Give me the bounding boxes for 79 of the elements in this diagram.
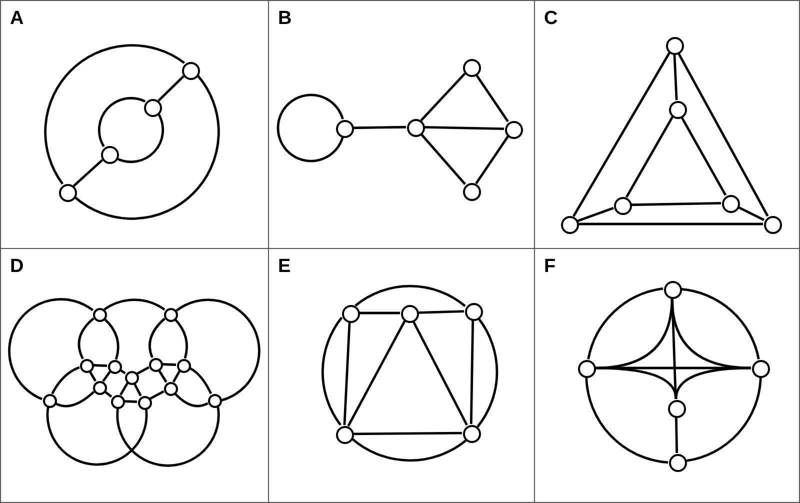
panel-label: E xyxy=(278,257,291,276)
graph-edge xyxy=(54,390,95,408)
graph-edge xyxy=(587,287,664,360)
graph-edge xyxy=(150,390,164,400)
graph-edge xyxy=(359,312,400,314)
graph-edge xyxy=(74,74,220,220)
graph-edge xyxy=(133,382,142,396)
graph-edge xyxy=(424,126,504,130)
graph-edge xyxy=(420,72,466,122)
graph-edge xyxy=(630,202,722,206)
graph-edge xyxy=(92,364,108,367)
panel-frame xyxy=(534,248,800,503)
graph-edge xyxy=(88,370,96,382)
panel-frame xyxy=(0,248,269,503)
graph-edge xyxy=(116,406,220,467)
graph-edge xyxy=(670,298,752,370)
graph-edge xyxy=(594,298,674,370)
graph-edge xyxy=(420,132,466,186)
panel-label: C xyxy=(544,9,558,28)
graph-edge xyxy=(51,366,80,394)
graph-edge xyxy=(738,206,764,222)
graph-edge xyxy=(104,298,166,311)
graph-edge xyxy=(418,310,464,314)
graph-edge xyxy=(276,94,344,162)
graph-edge xyxy=(671,298,677,400)
graph-edge xyxy=(72,159,104,187)
graph-edge xyxy=(680,116,727,196)
graph-edge xyxy=(98,97,146,148)
graph-edge xyxy=(677,52,769,217)
graph-edge xyxy=(172,370,181,382)
graph-edge xyxy=(674,366,752,400)
graph-edge xyxy=(124,400,138,403)
graph-edge xyxy=(158,369,168,383)
graph-edge xyxy=(475,136,509,184)
graph-edge xyxy=(470,320,474,424)
graph-edge xyxy=(119,368,126,374)
graph-edge xyxy=(347,320,406,427)
graph-edge xyxy=(103,318,120,360)
graph-edge xyxy=(104,390,112,398)
graph-edge xyxy=(343,322,351,426)
graph-edge xyxy=(148,318,166,358)
graph-edge xyxy=(188,366,212,394)
graph-edge xyxy=(680,288,760,360)
graph-edge xyxy=(158,75,184,102)
graph-edge xyxy=(412,320,468,426)
graph-edge xyxy=(162,363,176,366)
graph-edge xyxy=(352,126,406,130)
panel-frame xyxy=(0,0,269,249)
graph-edge xyxy=(8,298,94,400)
graph-edge xyxy=(116,112,164,163)
graph-edge xyxy=(578,222,763,226)
panel-label: D xyxy=(10,257,24,276)
graph-edge xyxy=(673,54,678,100)
graph-edge xyxy=(352,432,462,436)
panel-label: A xyxy=(10,9,24,28)
graph-edge xyxy=(686,376,762,462)
graph-edge xyxy=(354,285,466,308)
graph-edge xyxy=(46,406,148,466)
graph-edge xyxy=(44,44,185,185)
graph-edge xyxy=(119,382,129,396)
graph-edge xyxy=(351,438,467,462)
graph-edge xyxy=(674,416,678,454)
graph-edge xyxy=(136,366,150,375)
graph-edge xyxy=(577,206,614,222)
graph-edge xyxy=(174,318,188,359)
panel-label: B xyxy=(278,9,292,28)
graph-edge xyxy=(572,52,670,217)
panel-frame xyxy=(534,0,800,249)
panel-label: F xyxy=(544,257,556,276)
graph-edge xyxy=(585,376,668,464)
graph-edge xyxy=(322,316,343,426)
graph-edge xyxy=(625,116,674,198)
graph-edge xyxy=(476,318,498,428)
graph-edge xyxy=(176,298,260,402)
graph-edge xyxy=(174,392,208,408)
graph-edge xyxy=(78,318,94,360)
graph-edge xyxy=(594,366,678,400)
graph-edge xyxy=(475,74,509,122)
graph-edge xyxy=(102,371,111,382)
